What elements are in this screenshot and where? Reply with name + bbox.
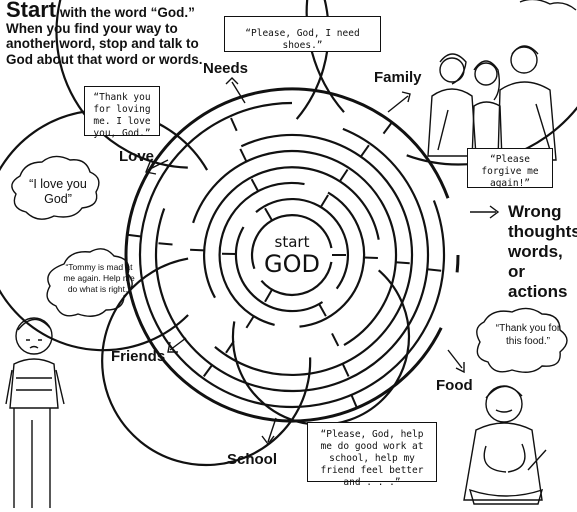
arrow-family bbox=[387, 91, 411, 113]
arrow-wrong bbox=[470, 205, 500, 219]
maze-wall bbox=[225, 340, 235, 354]
maze-wall bbox=[250, 178, 260, 192]
prayer-food: “Thank you for this food.” bbox=[495, 323, 561, 347]
maze-god-label: GOD bbox=[264, 250, 320, 278]
maze-wall bbox=[202, 364, 213, 377]
maze-wall bbox=[255, 198, 350, 290]
maze-wall bbox=[234, 226, 324, 313]
maze-wall bbox=[190, 248, 205, 252]
maze-wall bbox=[455, 254, 460, 273]
start-word: Start bbox=[6, 0, 57, 22]
arrow-friends bbox=[167, 337, 187, 353]
maze-wall bbox=[218, 181, 305, 326]
maze-wall bbox=[138, 101, 446, 409]
maze-wall bbox=[264, 207, 273, 221]
prayer-needs: “Please, God, I need shoes.” bbox=[224, 16, 381, 52]
maze-center: start GOD bbox=[262, 233, 322, 278]
maze-wall bbox=[154, 127, 430, 393]
prayer-thank-love: “Thank you for loving me. I love you, Go… bbox=[84, 86, 160, 139]
maze-wall bbox=[250, 214, 333, 270]
boy-standing-drawing bbox=[5, 317, 65, 508]
maze-wall bbox=[127, 233, 142, 238]
maze-wall bbox=[0, 109, 209, 352]
maze-wall bbox=[382, 121, 393, 135]
maze-wall bbox=[124, 87, 450, 423]
maze-wall bbox=[363, 256, 378, 259]
label-wrong: Wrong thoughts, words, or actions bbox=[508, 202, 577, 301]
maze-wall bbox=[319, 194, 329, 208]
arrow-needs bbox=[225, 77, 246, 104]
prayer-school: “Please, God, help me do good work at sc… bbox=[307, 422, 437, 488]
maze-wall bbox=[239, 148, 248, 162]
label-school: School bbox=[227, 451, 278, 468]
label-friends: Friends bbox=[111, 348, 166, 365]
maze-wall bbox=[202, 166, 380, 299]
label-love: Love bbox=[119, 148, 155, 165]
maze-wall bbox=[231, 269, 411, 426]
instructions-text: with the word “God.” When you find your … bbox=[6, 5, 203, 67]
instructions: Start with the word “God.” When you find… bbox=[6, 0, 206, 67]
maze-wall bbox=[331, 332, 340, 347]
maze-wall bbox=[318, 303, 327, 317]
maze-wall bbox=[350, 394, 358, 409]
maze-wall bbox=[359, 144, 370, 158]
arrow-love bbox=[145, 159, 169, 175]
cloud-tommy bbox=[46, 248, 133, 317]
prayer-tommy: “Tommy is mad at me again. Help me do wh… bbox=[63, 262, 135, 294]
boy-eating-drawing bbox=[463, 385, 547, 505]
maze-wall bbox=[341, 363, 350, 377]
maze-wall bbox=[192, 149, 398, 347]
cloud-food bbox=[476, 307, 568, 373]
prayer-forgive: “Please forgive me again!” bbox=[467, 148, 553, 189]
maze-wall bbox=[305, 0, 577, 166]
maze-wall bbox=[395, 261, 410, 265]
cloud-i-love-you bbox=[11, 155, 100, 220]
maze-start-label: start bbox=[274, 233, 310, 251]
prayer-i-love-you: “I love you God” bbox=[29, 177, 87, 206]
maze-wall bbox=[158, 242, 173, 246]
arrow-school bbox=[261, 417, 277, 446]
maze-wall bbox=[427, 268, 442, 272]
maze-wall bbox=[260, 261, 333, 297]
maze-wall bbox=[230, 117, 238, 132]
maze-wall bbox=[264, 289, 273, 303]
arrow-food bbox=[447, 349, 465, 374]
maze-wall bbox=[214, 133, 414, 377]
maze-wall bbox=[299, 191, 366, 328]
label-food: Food bbox=[436, 377, 473, 394]
label-family: Family bbox=[374, 69, 422, 86]
cloud-corner bbox=[519, 0, 577, 11]
maze-wall bbox=[245, 315, 255, 329]
maze-wall bbox=[339, 168, 349, 182]
label-needs: Needs bbox=[203, 60, 249, 77]
